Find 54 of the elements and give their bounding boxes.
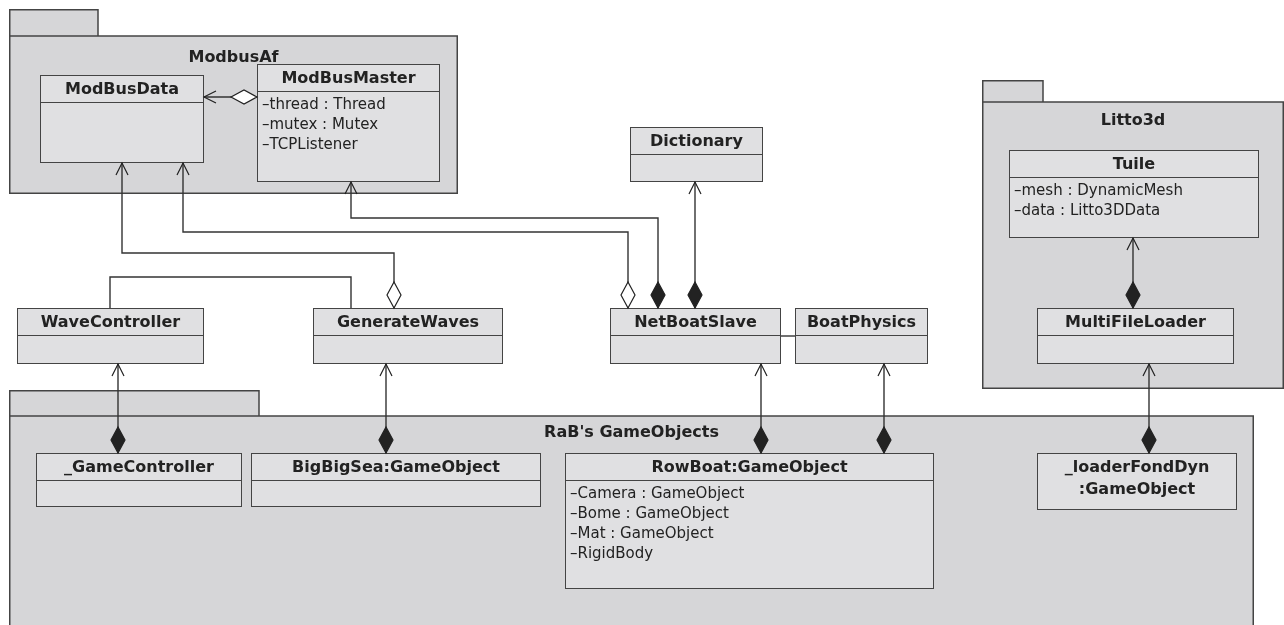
attribute: –Mat : GameObject [569, 523, 715, 543]
class-box [17, 308, 204, 364]
class-name: GenerateWaves [314, 309, 502, 336]
association-line [780, 335, 796, 337]
package-name: RaB's GameObjects [543, 422, 720, 441]
class-name: Dictionary [631, 128, 762, 155]
class-name: BigBigSea:GameObject [252, 454, 540, 481]
class-box [1037, 453, 1237, 510]
package-frame [982, 80, 1284, 389]
class-name: NetBoatSlave [611, 309, 780, 336]
composition-arrow [876, 363, 892, 454]
class-box [630, 127, 763, 182]
attribute: –mutex : Mutex [261, 114, 380, 134]
class-name: _loaderFondDyn :GameObject [1063, 456, 1211, 500]
attribute: –Camera : GameObject [569, 483, 746, 503]
class-box [795, 308, 928, 364]
association-line [109, 276, 352, 309]
class-name: BoatPhysics [796, 309, 927, 336]
class-name: RowBoat:GameObject [566, 454, 933, 481]
class-name: _GameController [37, 454, 241, 481]
class-name: MultiFileLoader [1038, 309, 1233, 336]
attribute: –RigidBody [569, 543, 655, 563]
class-box [610, 308, 781, 364]
class-box [36, 453, 242, 507]
class-box [257, 64, 440, 182]
class-name: ModBusData [41, 76, 203, 103]
attribute: –mesh : DynamicMesh [1013, 180, 1184, 200]
composition-arrow [1125, 237, 1141, 309]
package-frame [9, 9, 458, 194]
class-name: Tuile [1010, 151, 1258, 178]
package-frame [9, 390, 1254, 625]
class-box [565, 453, 934, 589]
composition-arrow [687, 181, 703, 309]
composition-arrow [1141, 363, 1157, 454]
attribute: –thread : Thread [261, 94, 387, 114]
package-name: ModbusAf [187, 47, 280, 66]
package-name: Litto3d [1099, 110, 1167, 129]
class-box [1037, 308, 1234, 364]
attribute: –TCPListener [261, 134, 359, 154]
composition-arrow [753, 363, 769, 454]
class-box [1009, 150, 1259, 238]
composition-arrow [378, 363, 394, 454]
class-box [251, 453, 541, 507]
composition-arrow [110, 363, 126, 454]
attribute: –data : Litto3DData [1013, 200, 1162, 220]
class-name: ModBusMaster [258, 65, 439, 92]
aggregation-arrow [203, 89, 258, 105]
aggregation-arrow [176, 162, 636, 309]
class-box [40, 75, 204, 163]
aggregation-arrow [115, 162, 402, 309]
class-box [313, 308, 503, 364]
composition-arrow [344, 181, 666, 309]
attribute: –Bome : GameObject [569, 503, 730, 523]
class-name: WaveController [18, 309, 203, 336]
